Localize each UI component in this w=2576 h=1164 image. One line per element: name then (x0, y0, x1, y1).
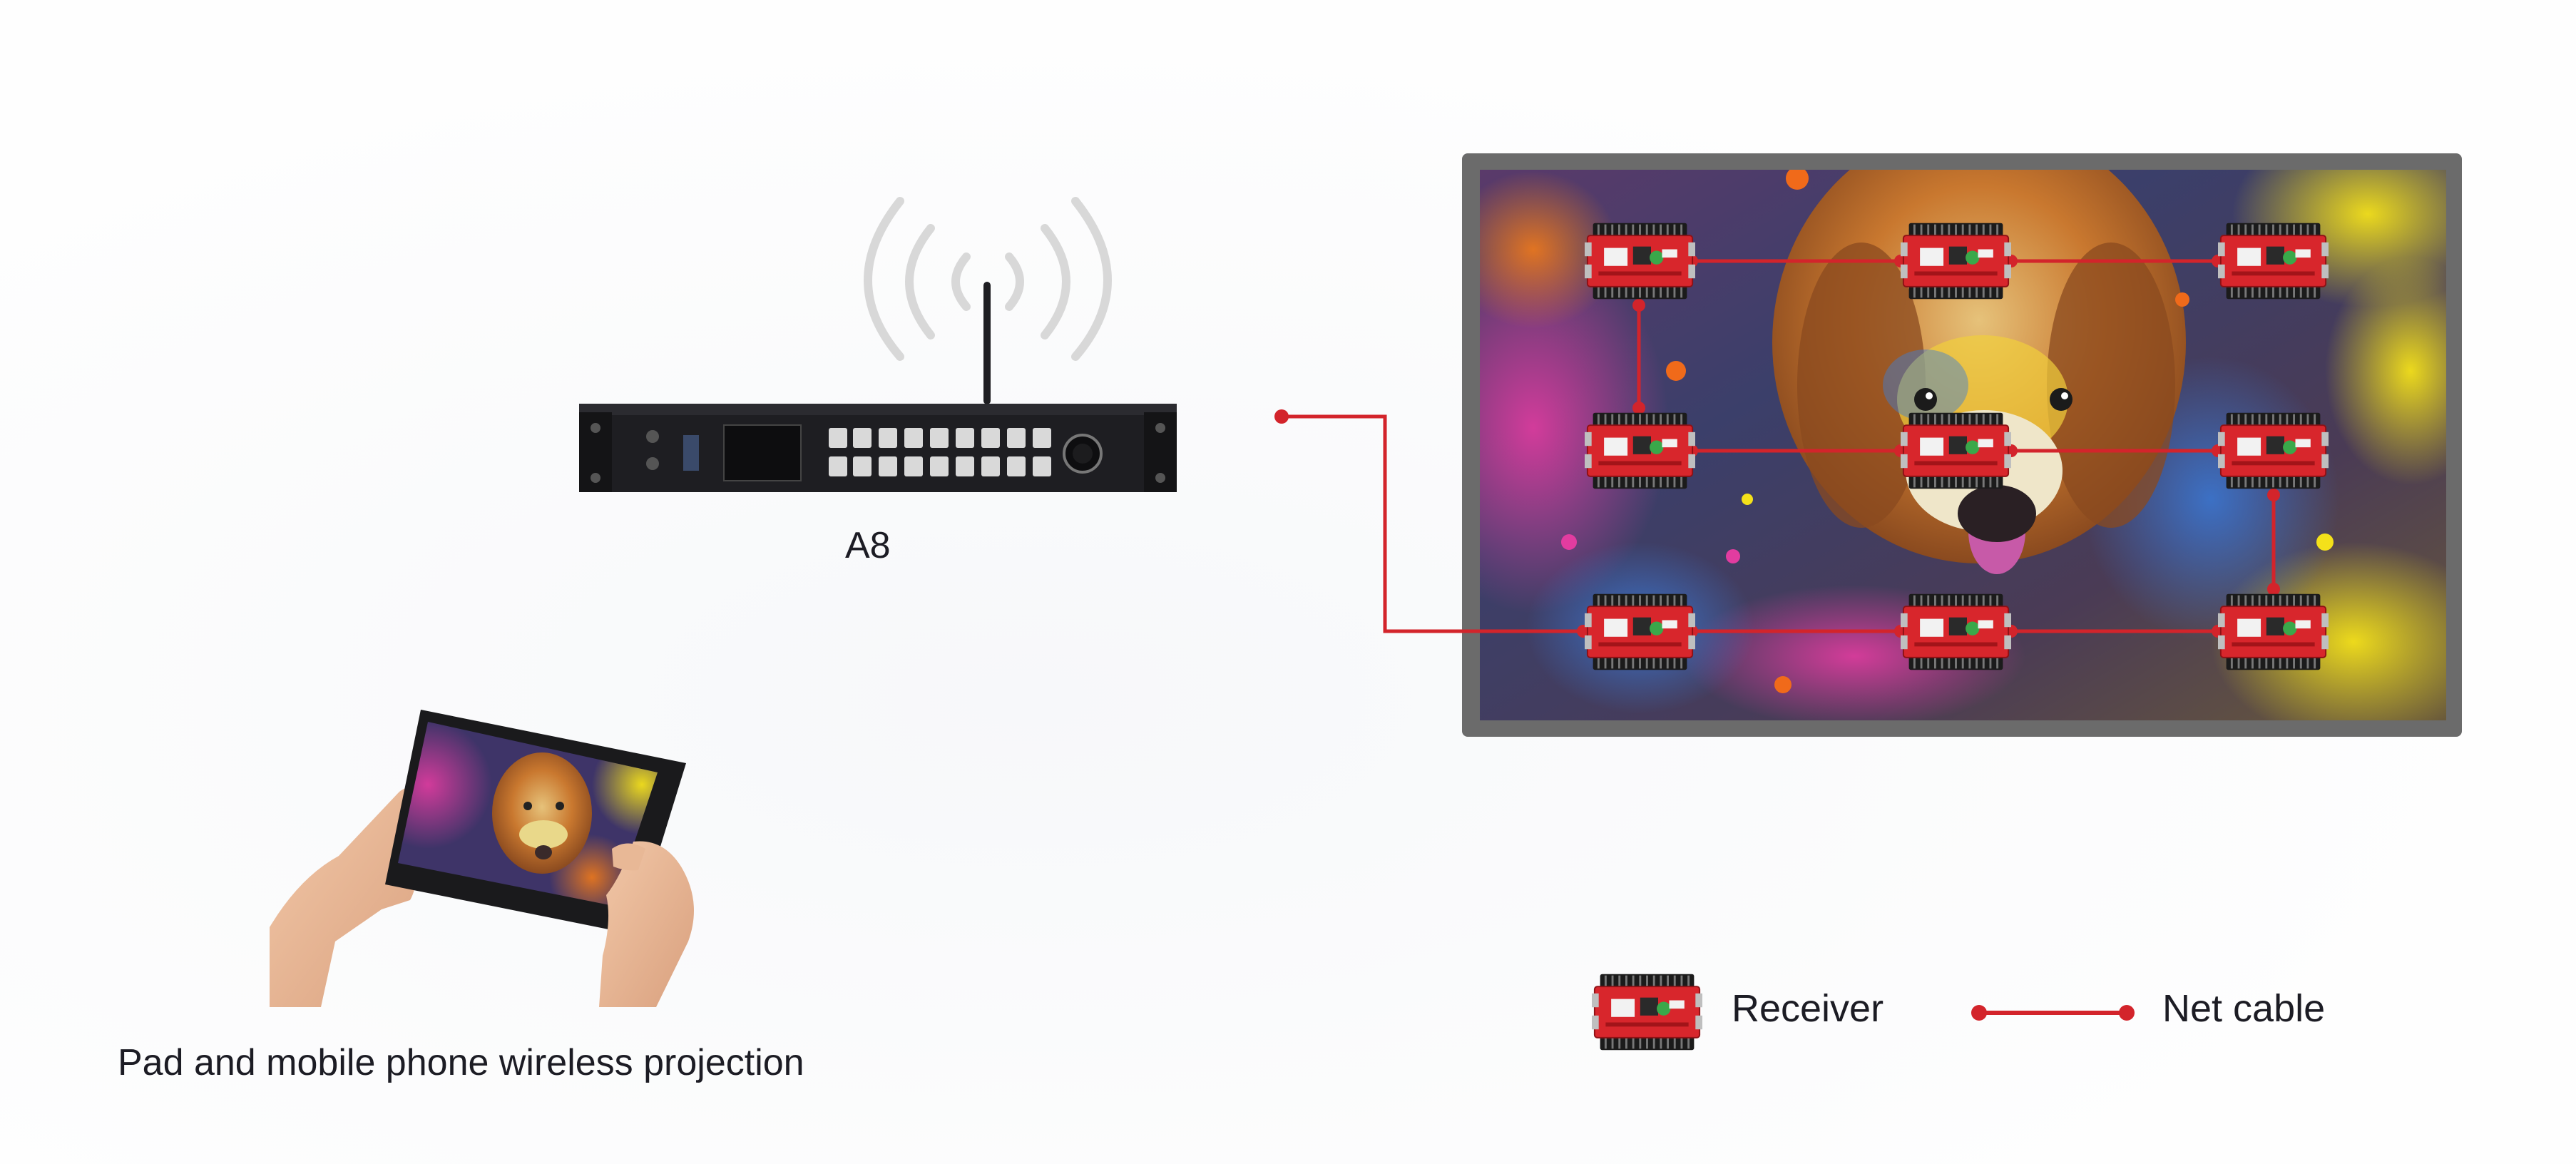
device-a8 (579, 197, 1177, 492)
legend (1592, 974, 2135, 1051)
receiver-card-r1c3 (2218, 223, 2329, 300)
receiver-card-r3c1 (1585, 593, 1695, 670)
video-processor-icon (579, 404, 1177, 492)
tablet-caption: Pad and mobile phone wireless projection (118, 1042, 804, 1083)
receiver-card-r3c2 (1901, 593, 2011, 670)
legend-cable-label: Net cable (2162, 987, 2326, 1030)
receiver-card-r1c1 (1585, 223, 1695, 300)
net-cable-icon (1971, 1005, 2135, 1021)
net-cable-network (1282, 259, 2276, 633)
wireless-signal-icon (864, 197, 1112, 361)
receiver-card-r2c1 (1585, 412, 1695, 489)
device-label: A8 (845, 525, 891, 566)
receiver-card-icon (1592, 974, 1702, 1051)
receiver-card-r1c2 (1901, 223, 2011, 300)
antenna-icon (983, 282, 991, 404)
led-screen (1274, 153, 2462, 737)
receiver-card-r2c2 (1901, 412, 2011, 489)
legend-receiver-label: Receiver (1732, 987, 1884, 1030)
receiver-card-r2c3 (2218, 412, 2329, 489)
receiver-card-r3c3 (2218, 593, 2329, 670)
tablet-in-hands-icon (270, 710, 694, 1007)
